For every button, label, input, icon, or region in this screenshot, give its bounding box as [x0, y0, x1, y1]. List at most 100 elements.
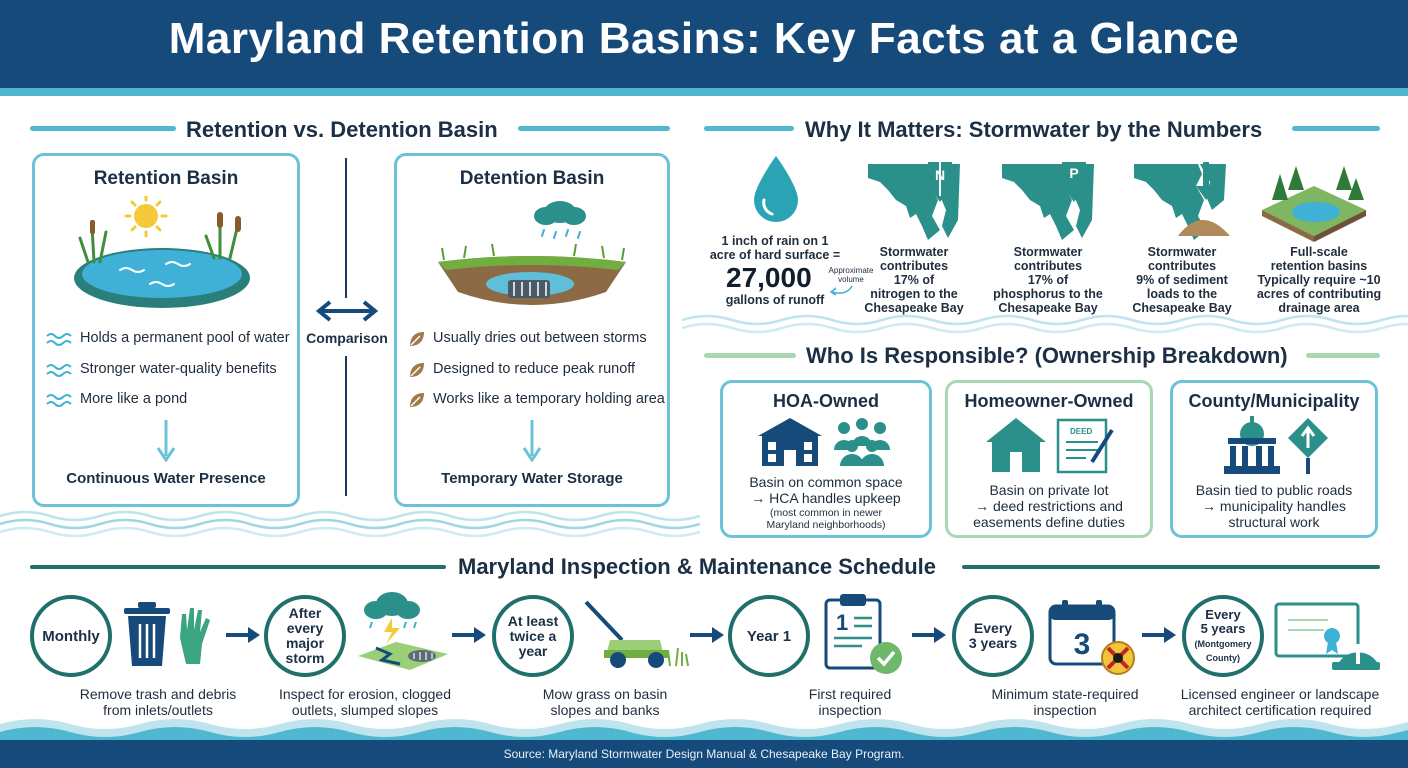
- maryland-map-icon: N: [868, 160, 960, 240]
- section-rule: [704, 126, 794, 131]
- leaf-icon: [410, 363, 424, 377]
- numbers-section-title: Why It Matters: Stormwater by the Number…: [805, 117, 1263, 142]
- hoa-text: → HCA handles upkeep: [751, 490, 901, 506]
- lawn-mower-icon: [584, 600, 689, 668]
- runoff-volume: 27,000: [726, 262, 812, 293]
- wave-divider: [682, 314, 1408, 334]
- clipboard-check-icon: 1: [824, 594, 902, 674]
- header-stripe: [0, 88, 1408, 96]
- section-rule: [1292, 126, 1380, 131]
- pond-icon: [74, 196, 250, 308]
- certificate-helmet-icon: [1274, 602, 1380, 670]
- retention-bullet: Holds a permanent pool of water: [80, 330, 290, 346]
- schedule-section-title: Maryland Inspection & Maintenance Schedu…: [458, 554, 936, 579]
- hoa-card: [720, 380, 932, 538]
- detention-bullet: Usually dries out between storms: [433, 330, 647, 346]
- homeowner-text: easements define duties: [973, 514, 1125, 530]
- svg-text:1: 1: [836, 610, 848, 635]
- maryland-sediment-icon: [1134, 162, 1230, 240]
- detention-card-footer: Temporary Water Storage: [441, 470, 623, 487]
- hoa-card-title: HOA-Owned: [773, 391, 879, 411]
- wave-divider: [0, 510, 700, 538]
- homeowner-card: [945, 380, 1153, 538]
- comparison-label: Comparison: [306, 330, 388, 346]
- homeowner-text: → deed restrictions and: [975, 498, 1123, 514]
- retention-card-footer: Continuous Water Presence: [66, 470, 266, 487]
- section-rule: [30, 126, 176, 131]
- section-rule: [704, 353, 796, 358]
- detention-basin-icon: [438, 201, 626, 305]
- page-title: Maryland Retention Basins: Key Facts at …: [168, 14, 1240, 63]
- house-deed-icon: DEED: [986, 418, 1114, 474]
- county-text: Basin tied to public roads: [1195, 482, 1353, 498]
- section-rule: [1306, 353, 1380, 358]
- maryland-map-icon: P: [1002, 162, 1094, 240]
- hoa-house-people-icon: [758, 418, 890, 466]
- hoa-note: Maryland neighborhoods): [766, 519, 886, 531]
- source-note: Source: Maryland Stormwater Design Manua…: [503, 747, 905, 761]
- county-text: → municipality handles: [1202, 498, 1346, 514]
- section-rule: [962, 565, 1380, 569]
- detention-bullet: Designed to reduce peak runoff: [433, 361, 636, 377]
- footer-bar: [0, 740, 1408, 768]
- county-card-title: County/Municipality: [1188, 391, 1360, 411]
- arrow-down-icon: [522, 420, 542, 462]
- rain-text: 1 inch of rain on 1: [721, 234, 829, 248]
- wave-icon: [46, 364, 72, 377]
- ownership-section-title: Who Is Responsible? (Ownership Breakdown…: [806, 343, 1288, 368]
- svg-text:DEED: DEED: [1070, 427, 1092, 436]
- drainage-area-icon: [1262, 166, 1366, 242]
- svg-text:P: P: [1069, 165, 1078, 181]
- arrow-right-icon: [226, 627, 260, 643]
- rain-text: acre of hard surface =: [709, 248, 841, 262]
- leaf-icon: [410, 393, 424, 407]
- arrow-right-icon: [912, 627, 946, 643]
- arrow-down-icon: [156, 420, 176, 462]
- section-rule: [30, 565, 446, 569]
- homeowner-text: Basin on private lot: [989, 482, 1109, 498]
- section-rule: [518, 126, 670, 131]
- hoa-text: Basin on common space: [749, 474, 903, 490]
- wave-divider: [0, 719, 1408, 742]
- leaf-icon: [410, 332, 424, 346]
- storm-erosion-icon: [358, 592, 448, 670]
- arrow-right-icon: [690, 627, 724, 643]
- header-bar: [0, 0, 1408, 88]
- double-arrow-icon: [316, 300, 378, 322]
- wave-icon: [46, 394, 72, 407]
- curved-arrow-icon: [829, 285, 853, 296]
- government-road-sign-icon: [1224, 416, 1328, 474]
- detention-card-title: Detention Basin: [459, 168, 605, 189]
- svg-text:N: N: [935, 167, 945, 183]
- retention-bullet: More like a pond: [80, 391, 188, 407]
- homeowner-card-title: Homeowner-Owned: [964, 391, 1134, 411]
- divider: [345, 356, 347, 496]
- arrow-right-icon: [1142, 627, 1176, 643]
- hoa-note: (most common in newer: [769, 507, 883, 519]
- arrow-right-icon: [452, 627, 486, 643]
- rain-text: gallons of runoff: [725, 293, 825, 307]
- raindrop-icon: [754, 156, 798, 222]
- comparison-section-title: Retention vs. Detention Basin: [186, 117, 498, 142]
- county-text: structural work: [1228, 514, 1320, 530]
- divider: [345, 158, 347, 298]
- retention-bullet: Stronger water-quality benefits: [80, 361, 277, 377]
- wave-icon: [46, 333, 72, 346]
- retention-card-title: Retention Basin: [93, 168, 239, 189]
- svg-text:3: 3: [1074, 628, 1091, 661]
- calendar-seal-icon: 3: [1048, 600, 1135, 675]
